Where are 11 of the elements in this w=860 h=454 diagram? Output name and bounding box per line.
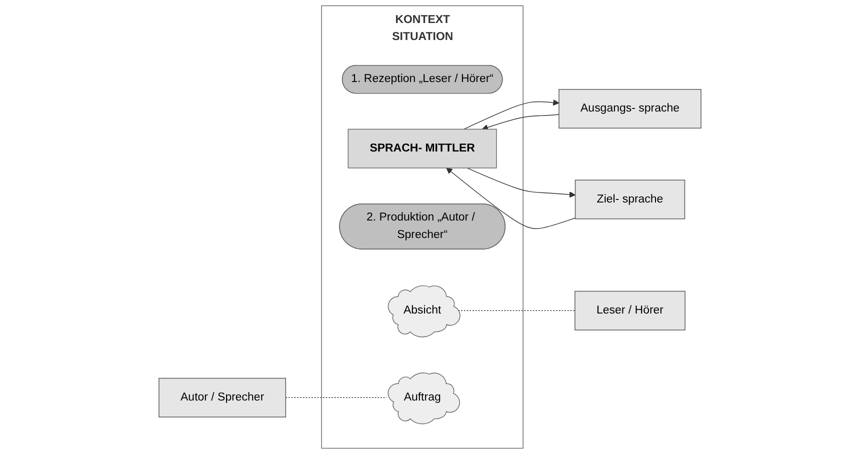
node-box: SPRACH- MITTLER <box>348 128 497 168</box>
connector <box>285 397 387 398</box>
node-box: Ausgangs- sprache <box>558 89 702 128</box>
connector <box>458 310 576 311</box>
arrow <box>446 168 576 230</box>
node-box: Ziel- sprache <box>574 180 686 220</box>
arrow <box>482 114 560 130</box>
node-box: Leser / Hörer <box>574 290 686 330</box>
arrow <box>466 168 576 198</box>
node-box: Autor / Sprecher <box>158 378 286 418</box>
arrow <box>464 99 560 130</box>
